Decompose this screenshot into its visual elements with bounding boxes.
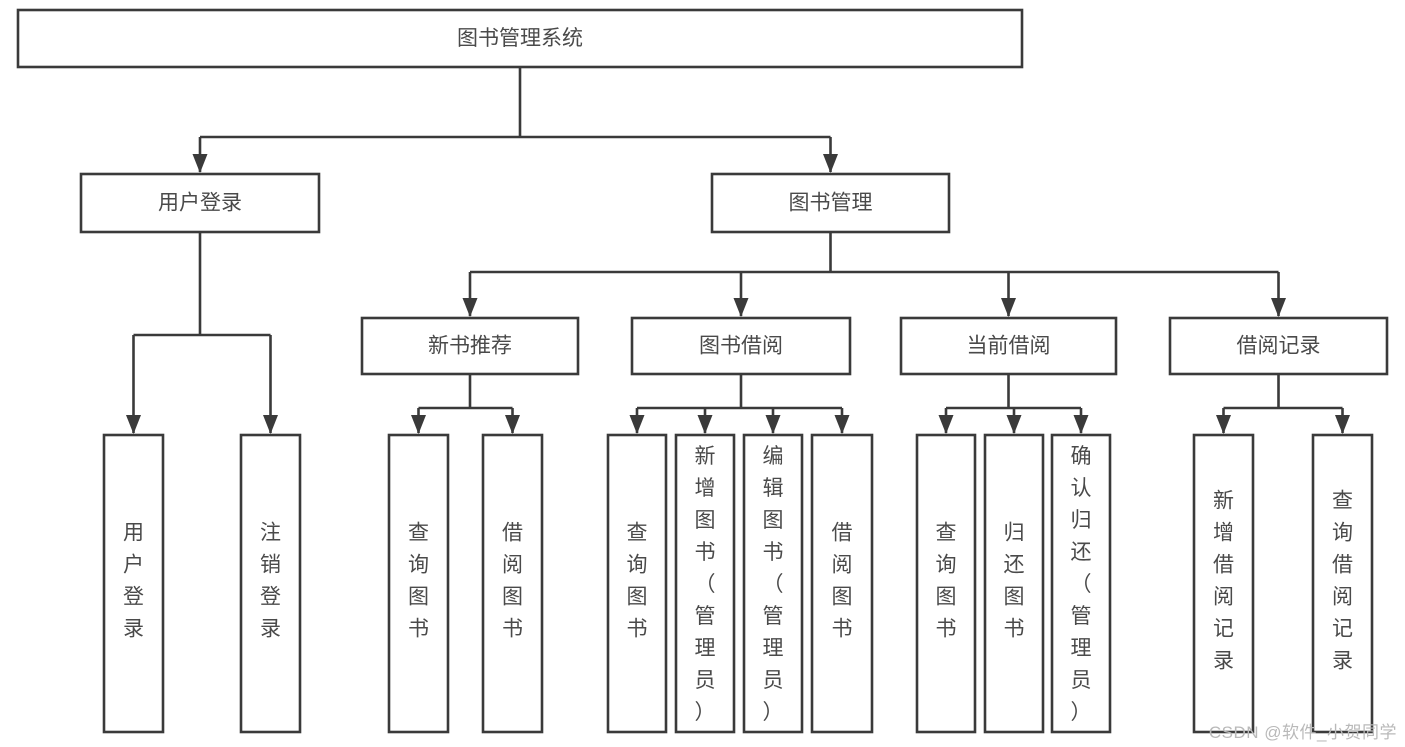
node-leaf-11[interactable]: 确认归还（管理员） (1050, 433, 1112, 734)
arrow-head-icon (1073, 415, 1089, 434)
node-leaf-7-box (742, 433, 804, 734)
arrow-head-icon (1006, 415, 1022, 434)
node-leaf-4-label: 借阅图书 (502, 522, 523, 641)
node-leaf-9-label: 查询图书 (936, 522, 957, 641)
node-leaf-6-label: 新增图书（管理员） (695, 445, 716, 724)
node-level3-3-box (899, 316, 1118, 376)
node-leaf-10-label: 归还图书 (1004, 522, 1025, 641)
node-level3-1[interactable]: 新书推荐 (360, 316, 580, 376)
arrow-head-icon (1001, 298, 1016, 317)
arrow-head-icon (629, 415, 645, 434)
node-leaf-6-box (674, 433, 736, 734)
node-root-system[interactable]: 图书管理系统 (16, 8, 1024, 69)
node-leaf-12[interactable]: 新增借阅记录 (1192, 433, 1255, 734)
node-root-system-label: 图书管理系统 (457, 27, 583, 50)
node-leaf-2-box (239, 433, 302, 734)
arrow-head-icon (1216, 415, 1231, 434)
node-root-system-box (16, 8, 1024, 69)
node-leaf-12-box (1192, 433, 1255, 734)
node-level2-1-label: 用户登录 (158, 192, 242, 215)
node-leaf-1[interactable]: 用户登录 (102, 433, 165, 734)
arrow-head-icon (462, 298, 478, 317)
arrow-head-icon (733, 298, 749, 317)
node-leaf-4[interactable]: 借阅图书 (481, 433, 544, 734)
node-level3-4-label: 借阅记录 (1237, 335, 1321, 358)
node-layer: 图书管理系统用户登录图书管理新书推荐图书借阅当前借阅借阅记录用户登录注销登录查询… (16, 8, 1389, 734)
node-leaf-5-label: 查询图书 (627, 522, 648, 641)
connector-layer (126, 67, 1350, 434)
node-level3-1-label: 新书推荐 (428, 335, 512, 358)
arrow-head-icon (1335, 415, 1350, 434)
node-level2-1-box (79, 172, 321, 234)
node-leaf-8[interactable]: 借阅图书 (810, 433, 874, 734)
node-leaf-6[interactable]: 新增图书（管理员） (674, 433, 736, 734)
arrow-head-icon (263, 415, 278, 434)
node-leaf-3[interactable]: 查询图书 (387, 433, 450, 734)
node-leaf-3-box (387, 433, 450, 734)
node-level3-2[interactable]: 图书借阅 (630, 316, 852, 376)
arrow-head-icon (411, 415, 426, 434)
node-level3-3-label: 当前借阅 (967, 335, 1051, 358)
csdn-watermark: CSDN @软件_小贺同学 (1208, 723, 1397, 742)
arrow-head-icon (834, 415, 850, 434)
node-leaf-8-label: 借阅图书 (832, 522, 853, 641)
node-leaf-3-label: 查询图书 (408, 522, 429, 641)
node-level3-1-box (360, 316, 580, 376)
arrow-head-icon (765, 415, 781, 434)
node-leaf-5[interactable]: 查询图书 (606, 433, 668, 734)
node-leaf-10[interactable]: 归还图书 (983, 433, 1045, 734)
node-leaf-13-label: 查询借阅记录 (1332, 490, 1353, 673)
arrow-head-icon (1271, 298, 1286, 317)
node-level2-1[interactable]: 用户登录 (79, 172, 321, 234)
node-leaf-2-label: 注销登录 (260, 522, 281, 641)
node-leaf-8-box (810, 433, 874, 734)
node-leaf-5-box (606, 433, 668, 734)
node-leaf-13[interactable]: 查询借阅记录 (1311, 433, 1374, 734)
node-level2-2[interactable]: 图书管理 (710, 172, 951, 234)
node-level3-2-label: 图书借阅 (699, 335, 783, 358)
node-leaf-13-box (1311, 433, 1374, 734)
node-leaf-10-box (983, 433, 1045, 734)
node-level2-2-box (710, 172, 951, 234)
node-leaf-2[interactable]: 注销登录 (239, 433, 302, 734)
node-leaf-11-box (1050, 433, 1112, 734)
arrow-head-icon (192, 154, 208, 173)
node-leaf-1-label: 用户登录 (123, 522, 144, 641)
node-leaf-7[interactable]: 编辑图书（管理员） (742, 433, 804, 734)
node-leaf-9[interactable]: 查询图书 (915, 433, 977, 734)
node-level2-2-label: 图书管理 (789, 192, 873, 215)
node-leaf-11-label: 确认归还（管理员） (1071, 445, 1092, 724)
node-leaf-7-label: 编辑图书（管理员） (763, 445, 784, 724)
node-level3-3[interactable]: 当前借阅 (899, 316, 1118, 376)
node-leaf-9-box (915, 433, 977, 734)
arrow-head-icon (505, 415, 520, 434)
arrow-head-icon (126, 415, 141, 434)
node-level3-2-box (630, 316, 852, 376)
arrow-head-icon (938, 415, 954, 434)
arrow-head-icon (697, 415, 713, 434)
node-leaf-4-box (481, 433, 544, 734)
node-level3-4[interactable]: 借阅记录 (1168, 316, 1389, 376)
node-leaf-12-label: 新增借阅记录 (1213, 490, 1234, 673)
node-leaf-1-box (102, 433, 165, 734)
node-level3-4-box (1168, 316, 1389, 376)
arrow-head-icon (823, 154, 838, 173)
